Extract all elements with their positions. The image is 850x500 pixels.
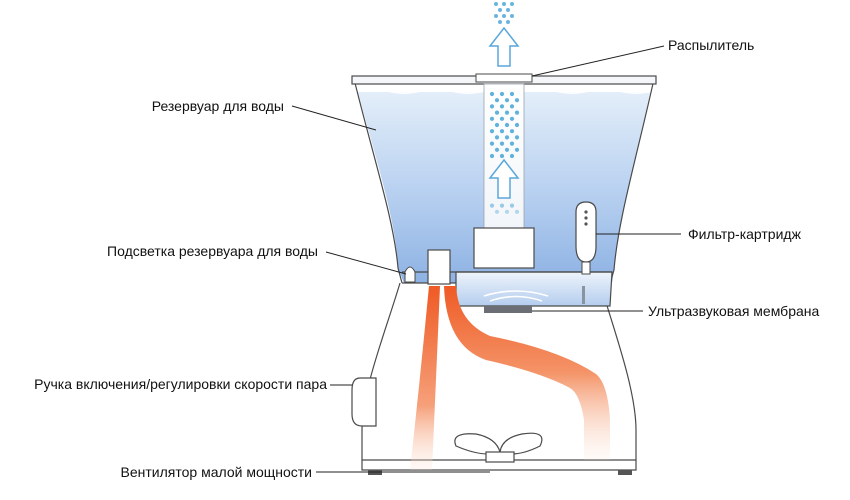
mist-dot-icon <box>494 122 500 128</box>
fan <box>454 432 543 463</box>
label-fan: Вентилятор малой мощности <box>121 464 312 480</box>
label-water-reservoir: Резервуар для воды <box>152 98 284 114</box>
filter-cartridge-body <box>575 201 597 263</box>
sprayer-nozzle <box>475 73 533 83</box>
leader-lines <box>291 45 681 473</box>
filter-dot-1 <box>584 210 588 214</box>
housing-lower <box>361 282 637 471</box>
level-float <box>582 286 585 304</box>
mist-dot-icon <box>514 110 520 115</box>
label-reservoir-light: Подсветка резервуара для воды <box>107 243 318 259</box>
mist-dot-icon <box>489 141 495 146</box>
reservoir-light <box>404 249 451 285</box>
reservoir-outline <box>353 78 655 284</box>
mist-dot-icon <box>498 20 502 24</box>
mist-dot-icon <box>504 110 510 115</box>
mist-dots <box>489 2 520 214</box>
leader-sprayer <box>531 45 665 77</box>
mist-dot-icon <box>499 91 505 97</box>
labels: Распылитель Резервуар для воды Фильтр-ка… <box>34 37 819 480</box>
mist-dot-icon <box>514 98 520 103</box>
mist-dot-icon <box>499 129 505 134</box>
mist-dot-icon <box>489 153 495 159</box>
fan-blade-left <box>454 433 501 455</box>
mist-dot-icon <box>510 14 514 18</box>
mist-dot-icon <box>504 209 510 214</box>
fan-blade-right <box>499 432 543 455</box>
filter-dot-3 <box>584 222 588 226</box>
mist-dot-icon <box>499 153 505 159</box>
mist-dot-icon <box>509 116 515 121</box>
reservoir-light-bulb <box>404 266 416 283</box>
mist-dot-icon <box>502 2 506 6</box>
filter-dot-2 <box>584 216 588 220</box>
foot-right <box>618 470 632 475</box>
mist-dot-icon <box>489 129 495 134</box>
mist-dot-icon <box>514 122 520 128</box>
mist-up-arrow-top <box>488 26 520 67</box>
air-intake-block <box>427 249 451 285</box>
mist-dot-icon <box>494 110 500 115</box>
label-ultrasonic-membrane: Ультразвуковая мембрана <box>648 303 820 319</box>
airflow-duct-right <box>444 286 610 460</box>
mist-dot-icon <box>498 8 502 12</box>
filter-cartridge-stem <box>581 261 591 275</box>
mist-dot-icon <box>506 20 510 24</box>
mist-dot-icon <box>509 203 515 208</box>
mist-dot-icon <box>509 129 515 134</box>
mist-dot-icon <box>509 91 515 97</box>
mist-dot-icon <box>489 104 495 109</box>
mist-dot-icon <box>489 203 495 208</box>
leader-water-reservoir <box>291 105 377 131</box>
airflow-ducts <box>410 286 610 470</box>
ultrasonic-wave-2 <box>489 295 543 302</box>
airflow-duct-left <box>410 286 440 470</box>
mist-dot-icon <box>502 14 506 18</box>
filter-cartridge <box>575 201 597 275</box>
mist-dot-icon <box>514 135 520 140</box>
mist-dot-icon <box>510 2 514 6</box>
mist-dot-icon <box>499 203 505 208</box>
ultrasonic-membrane-disc <box>484 306 532 313</box>
mist-dot-icon <box>494 147 500 152</box>
mist-dot-icon <box>499 116 505 121</box>
fan-hub <box>485 451 515 463</box>
mist-dot-icon <box>499 104 505 109</box>
mist-dot-icon <box>509 141 515 146</box>
mist-dot-icon <box>494 2 498 6</box>
mist-dot-icon <box>494 98 500 103</box>
mist-dot-icon <box>514 147 520 152</box>
mist-dot-icon <box>509 104 515 109</box>
mist-dot-icon <box>489 116 495 121</box>
airflow-arrow-icon <box>488 26 520 199</box>
power-knob <box>351 377 377 427</box>
mist-dot-icon <box>504 147 510 152</box>
power-knob-body <box>351 377 377 427</box>
leader-reservoir-light <box>325 251 407 275</box>
chamber-tray <box>455 271 613 307</box>
mist-dot-icon <box>494 14 498 18</box>
mist-dot-icon <box>499 141 505 146</box>
mist-dot-icon <box>494 135 500 140</box>
ultrasonic-wave-1 <box>483 290 549 297</box>
mist-dot-icon <box>509 153 515 159</box>
mist-up-arrow-middle <box>488 158 520 199</box>
mist-column-base <box>473 227 535 269</box>
mist-dot-icon <box>504 98 510 103</box>
mist-dot-icon <box>506 8 510 12</box>
label-power-knob: Ручка включения/регулировки скорости пар… <box>34 376 327 392</box>
label-sprayer: Распылитель <box>668 37 754 53</box>
mist-dot-icon <box>489 91 495 97</box>
label-filter-cartridge: Фильтр-картридж <box>688 226 802 242</box>
mist-dot-icon <box>494 209 500 214</box>
mist-dot-icon <box>504 135 510 140</box>
mist-dot-icon <box>504 122 510 128</box>
mist-dot-icon <box>514 209 520 214</box>
